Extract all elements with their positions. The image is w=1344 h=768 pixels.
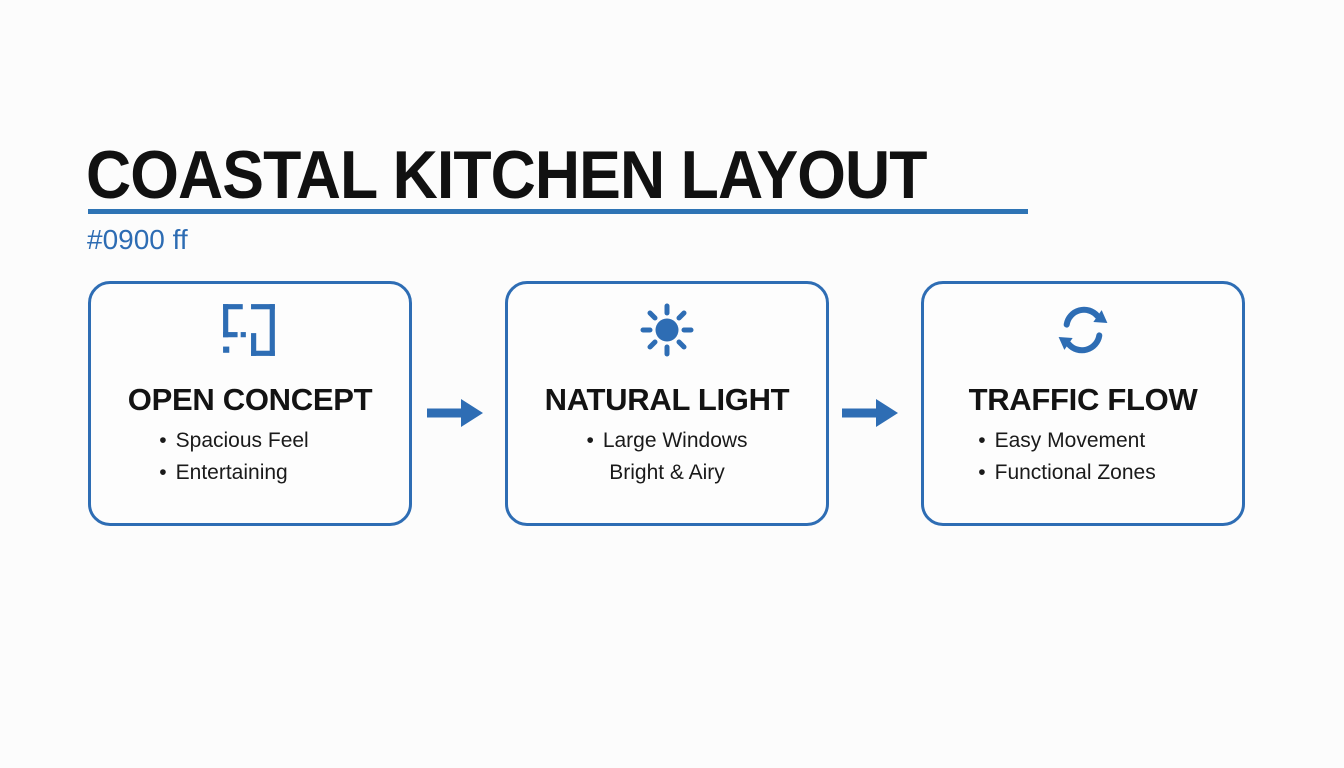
card-title: OPEN CONCEPT	[127, 382, 373, 417]
card-traffic-flow: TRAFFIC FLOW • Easy Movement • Functional …	[921, 281, 1245, 526]
bullet-item: • Entertaining	[159, 457, 308, 489]
bullet-item: • Spacious Feel	[159, 425, 308, 457]
flow-arrow-right	[842, 398, 898, 428]
title-underline	[88, 209, 1028, 214]
bullet-marker: •	[159, 460, 167, 484]
bullet-text: Easy Movement	[994, 428, 1146, 452]
bullet-item: • Functional Zones	[978, 457, 1155, 489]
bullet-text: Functional Zones	[994, 460, 1156, 484]
card-bullet-list: • Large Windows Bright & Airy	[586, 425, 747, 489]
flow-arrow-right	[427, 398, 483, 428]
page-title: COASTAL KITCHEN LAYOUT	[86, 137, 927, 213]
bullet-item: • Easy Movement	[978, 425, 1155, 457]
card-title: NATURAL LIGHT	[544, 382, 790, 417]
bullet-text: Spacious Feel	[175, 428, 309, 452]
bullet-text: Entertaining	[175, 460, 288, 484]
bullet-marker: •	[978, 428, 986, 452]
bullet-item: • Large Windows	[586, 425, 747, 457]
bullet-marker: •	[159, 428, 167, 452]
bullet-text: Bright & Airy	[609, 460, 725, 484]
card-natural-light: NATURAL LIGHT • Large Windows Bright & Ai…	[505, 281, 829, 526]
floor-plan-icon	[222, 298, 278, 362]
card-bullet-list: • Easy Movement • Functional Zones	[978, 425, 1155, 489]
bullet-item: Bright & Airy	[586, 457, 747, 489]
bullet-text: Large Windows	[602, 428, 748, 452]
bullet-marker: •	[586, 428, 594, 452]
bullet-marker: •	[978, 460, 986, 484]
card-open-concept: OPEN CONCEPT • Spacious Feel • Entertainin…	[88, 281, 412, 526]
card-title: TRAFFIC FLOW	[968, 382, 1198, 417]
sync-arrows-icon	[1053, 298, 1113, 362]
sun-icon	[635, 298, 699, 362]
card-bullet-list: • Spacious Feel • Entertaining	[159, 425, 308, 489]
page-subtitle-color-code: #0900 ff	[87, 224, 188, 255]
